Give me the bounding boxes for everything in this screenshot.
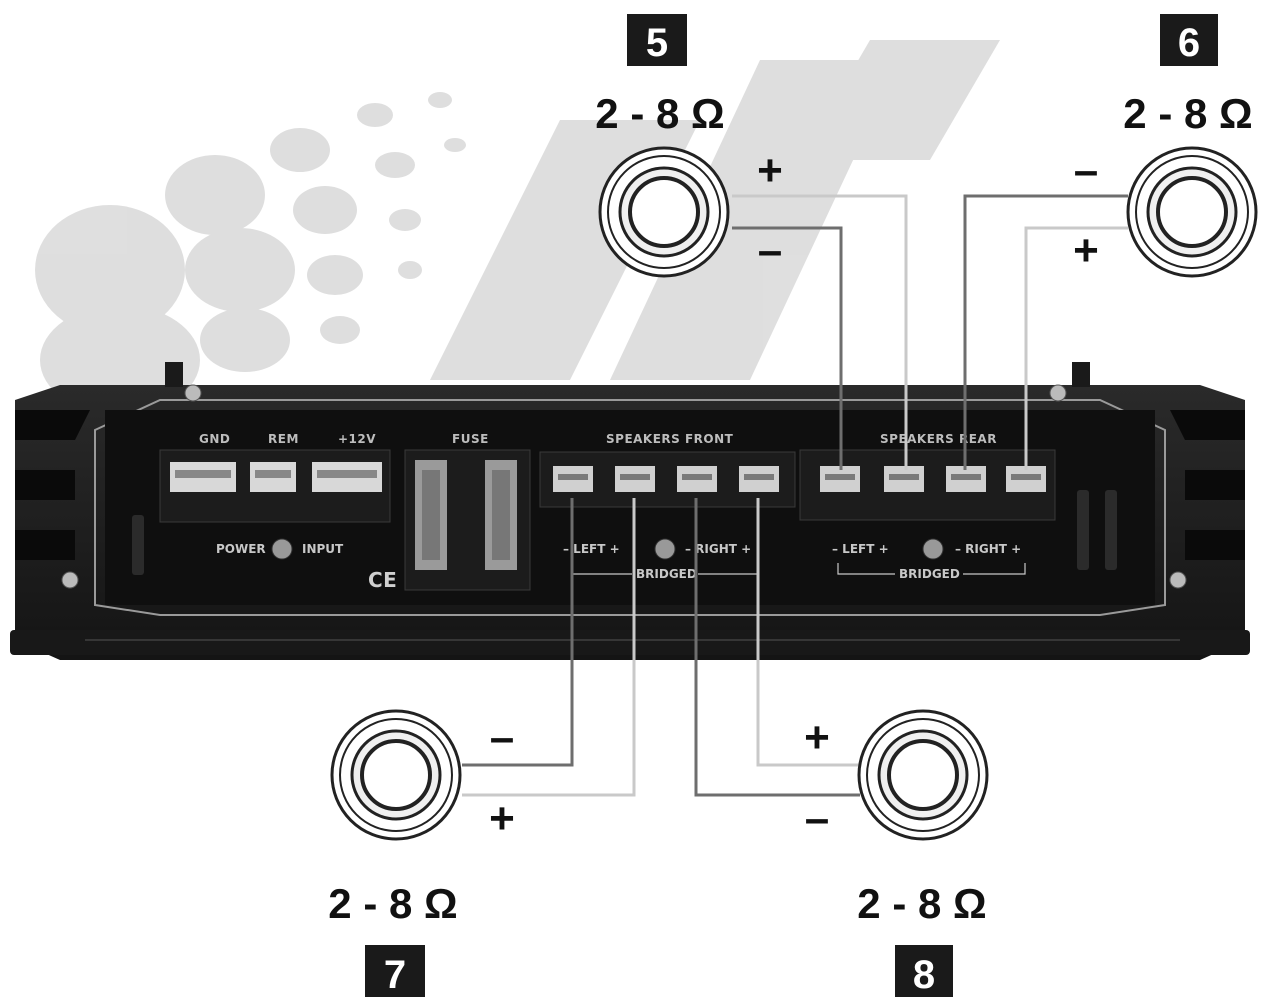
front-right-label: – RIGHT + (685, 542, 751, 556)
front-terminal-1[interactable] (553, 466, 593, 492)
rear-terminal-4[interactable] (1006, 466, 1046, 492)
wires (462, 194, 1128, 797)
speaker-8-plus: + (804, 713, 830, 762)
speaker-7-badge: 7 (384, 953, 406, 997)
wire-5-plus (732, 194, 908, 470)
wire-6-plus (1024, 226, 1128, 470)
wire-8-minus (694, 498, 860, 797)
speaker-7-minus: – (490, 713, 514, 762)
rem-label: REM (268, 432, 299, 446)
ce-mark: CE (368, 568, 397, 592)
fuse-label: FUSE (452, 432, 489, 446)
speaker-6-impedance: 2 - 8 Ω (1123, 90, 1252, 137)
power-label: POWER (216, 542, 266, 556)
speaker-8-icon (857, 709, 989, 841)
rear-terminal-1[interactable] (820, 466, 860, 492)
gnd-terminal[interactable] (170, 462, 236, 492)
front-left-label: – LEFT + (563, 542, 620, 556)
front-terminal-4[interactable] (739, 466, 779, 492)
speaker-5-impedance: 2 - 8 Ω (595, 90, 724, 137)
speaker-6-badge: 6 (1178, 21, 1200, 65)
front-terminal-2[interactable] (615, 466, 655, 492)
speaker-5: 5 2 - 8 Ω + – (595, 14, 783, 278)
speaker-8-badge: 8 (913, 953, 935, 997)
speaker-5-icon (598, 146, 730, 278)
rear-led (922, 538, 944, 560)
speaker-7-icon (330, 709, 462, 841)
fuse-right[interactable] (485, 460, 517, 570)
wire-7-minus (462, 498, 574, 767)
gnd-label: GND (199, 432, 230, 446)
front-terminal-3[interactable] (677, 466, 717, 492)
fuse-left[interactable] (415, 460, 447, 570)
amplifier: GND REM +12V POWER INPUT CE FUSE SPEAKER… (10, 362, 1250, 660)
rear-terminal-3[interactable] (946, 466, 986, 492)
speaker-8-minus: – (805, 794, 829, 843)
speaker-8-impedance: 2 - 8 Ω (857, 880, 986, 927)
speaker-8: + – 2 - 8 Ω 8 (804, 709, 989, 997)
speaker-7: – + 2 - 8 Ω 7 (328, 709, 515, 997)
front-led (654, 538, 676, 560)
speaker-5-plus: + (757, 146, 783, 195)
input-label: INPUT (302, 542, 344, 556)
power-led (271, 538, 293, 560)
speakers-front-label: SPEAKERS FRONT (606, 432, 734, 446)
wire-6-minus (963, 194, 1128, 470)
wire-5-minus (732, 226, 843, 470)
rear-right-label: – RIGHT + (955, 542, 1021, 556)
rear-terminal-2[interactable] (884, 466, 924, 492)
speaker-7-impedance: 2 - 8 Ω (328, 880, 457, 927)
speaker-5-minus: – (758, 226, 782, 275)
plus12v-label: +12V (338, 432, 376, 446)
wire-7-plus (462, 498, 636, 797)
speaker-6-plus: + (1073, 226, 1099, 275)
rear-bridged-label: BRIDGED (899, 567, 960, 581)
speaker-7-plus: + (489, 794, 515, 843)
speaker-6: 6 2 - 8 Ω – + (1073, 14, 1258, 278)
speaker-6-icon (1126, 146, 1258, 278)
wire-8-plus (756, 498, 860, 767)
speaker-5-badge: 5 (646, 21, 668, 65)
rear-left-label: – LEFT + (832, 542, 889, 556)
plus12v-terminal[interactable] (312, 462, 382, 492)
watermark-logo (35, 40, 1000, 415)
rem-terminal[interactable] (250, 462, 296, 492)
front-bridged-label: BRIDGED (636, 567, 697, 581)
speakers-rear-label: SPEAKERS REAR (880, 432, 997, 446)
speaker-6-minus: – (1074, 146, 1098, 195)
